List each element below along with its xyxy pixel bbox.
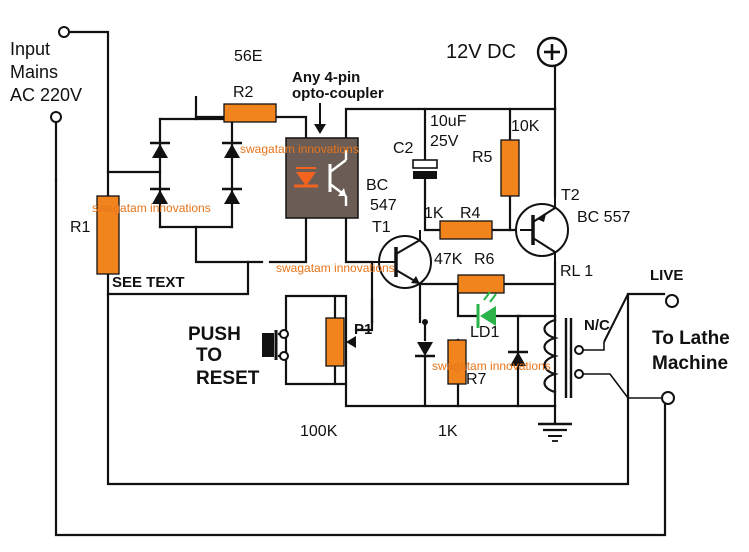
r7-label: R7	[466, 371, 487, 388]
t1-type-2: 547	[370, 197, 397, 214]
r4-label: R4	[460, 205, 481, 222]
lathe-terminal	[661, 391, 675, 405]
live-terminal	[665, 294, 679, 308]
r5-label: R5	[472, 149, 493, 166]
junction-dot	[422, 319, 428, 325]
watermark-2: swagatam innovations	[92, 201, 211, 215]
push-switch-icon	[262, 329, 289, 361]
resistor-r6	[457, 274, 505, 294]
opto-label-1: Any 4-pin	[292, 69, 360, 86]
resistor-r2	[223, 103, 277, 123]
see-text-label: SEE TEXT	[112, 274, 185, 291]
rl1-label: RL 1	[560, 263, 593, 280]
ld1-label: LD1	[470, 324, 499, 341]
r5-value: 10K	[511, 118, 540, 135]
r6-value: 47K	[434, 251, 463, 268]
r7-value: 1K	[438, 423, 458, 440]
r1-label: R1	[70, 219, 91, 236]
resistor-r1	[96, 195, 120, 275]
reset-label-1: PUSH	[188, 324, 241, 345]
t2-label: T2	[561, 187, 580, 204]
r2-label: R2	[233, 84, 254, 101]
t2-type: BC 557	[577, 209, 630, 226]
relay-contact	[574, 293, 661, 399]
reset-label-3: RESET	[196, 368, 260, 389]
relay-coil	[543, 318, 573, 398]
opto-label-2: opto-coupler	[292, 85, 384, 102]
opto-arrow-icon	[314, 103, 326, 134]
c2-value-1: 10uF	[430, 113, 467, 130]
watermark-1: swagatam innovations	[240, 142, 359, 156]
c2-label: C2	[393, 140, 414, 157]
t1-label: T1	[372, 219, 391, 236]
resistor-r7	[447, 339, 467, 385]
output-label-2: Machine	[652, 353, 728, 374]
p1-value: 100K	[300, 423, 338, 440]
transistor-t1	[372, 230, 432, 289]
mains-terminal-top	[58, 26, 70, 38]
p1-wiper-icon	[346, 336, 356, 348]
diode-flyback	[508, 350, 528, 366]
plus-icon	[536, 36, 568, 68]
opto-transistor-icon	[328, 150, 348, 206]
bridge-rectifier	[150, 141, 242, 204]
input-label-1: Input	[10, 39, 50, 59]
opto-led-icon	[294, 167, 318, 188]
supply-label: 12V DC	[446, 41, 516, 63]
ground-icon	[538, 422, 572, 442]
led-ld1-icon	[476, 291, 497, 328]
resistor-r4	[439, 220, 493, 240]
p1-label: P1	[354, 321, 372, 338]
capacitor-c2-plate-plus	[412, 159, 438, 169]
watermark-3: swagatam innovations	[276, 261, 395, 275]
r4-value: 1K	[424, 205, 444, 222]
potentiometer-p1	[325, 317, 345, 367]
watermark-4: swagatam innovations	[432, 359, 551, 373]
output-label-1: To Lathe	[652, 328, 730, 349]
c2-value-2: 25V	[430, 133, 459, 150]
mains-terminal-bottom	[50, 111, 62, 123]
input-label-2: Mains	[10, 62, 58, 82]
t1-type-1: BC	[366, 177, 388, 194]
capacitor-c2-plate-minus	[413, 171, 437, 179]
r6-label: R6	[474, 251, 495, 268]
diode-t1-emitter	[415, 342, 435, 358]
live-label: LIVE	[650, 267, 683, 284]
reset-label-2: TO	[196, 345, 222, 366]
resistor-r5	[500, 139, 520, 197]
nc-label: N/C	[584, 317, 610, 334]
transistor-t2	[515, 196, 569, 262]
r2-value: 56E	[234, 48, 262, 65]
input-label-3: AC 220V	[10, 85, 82, 105]
